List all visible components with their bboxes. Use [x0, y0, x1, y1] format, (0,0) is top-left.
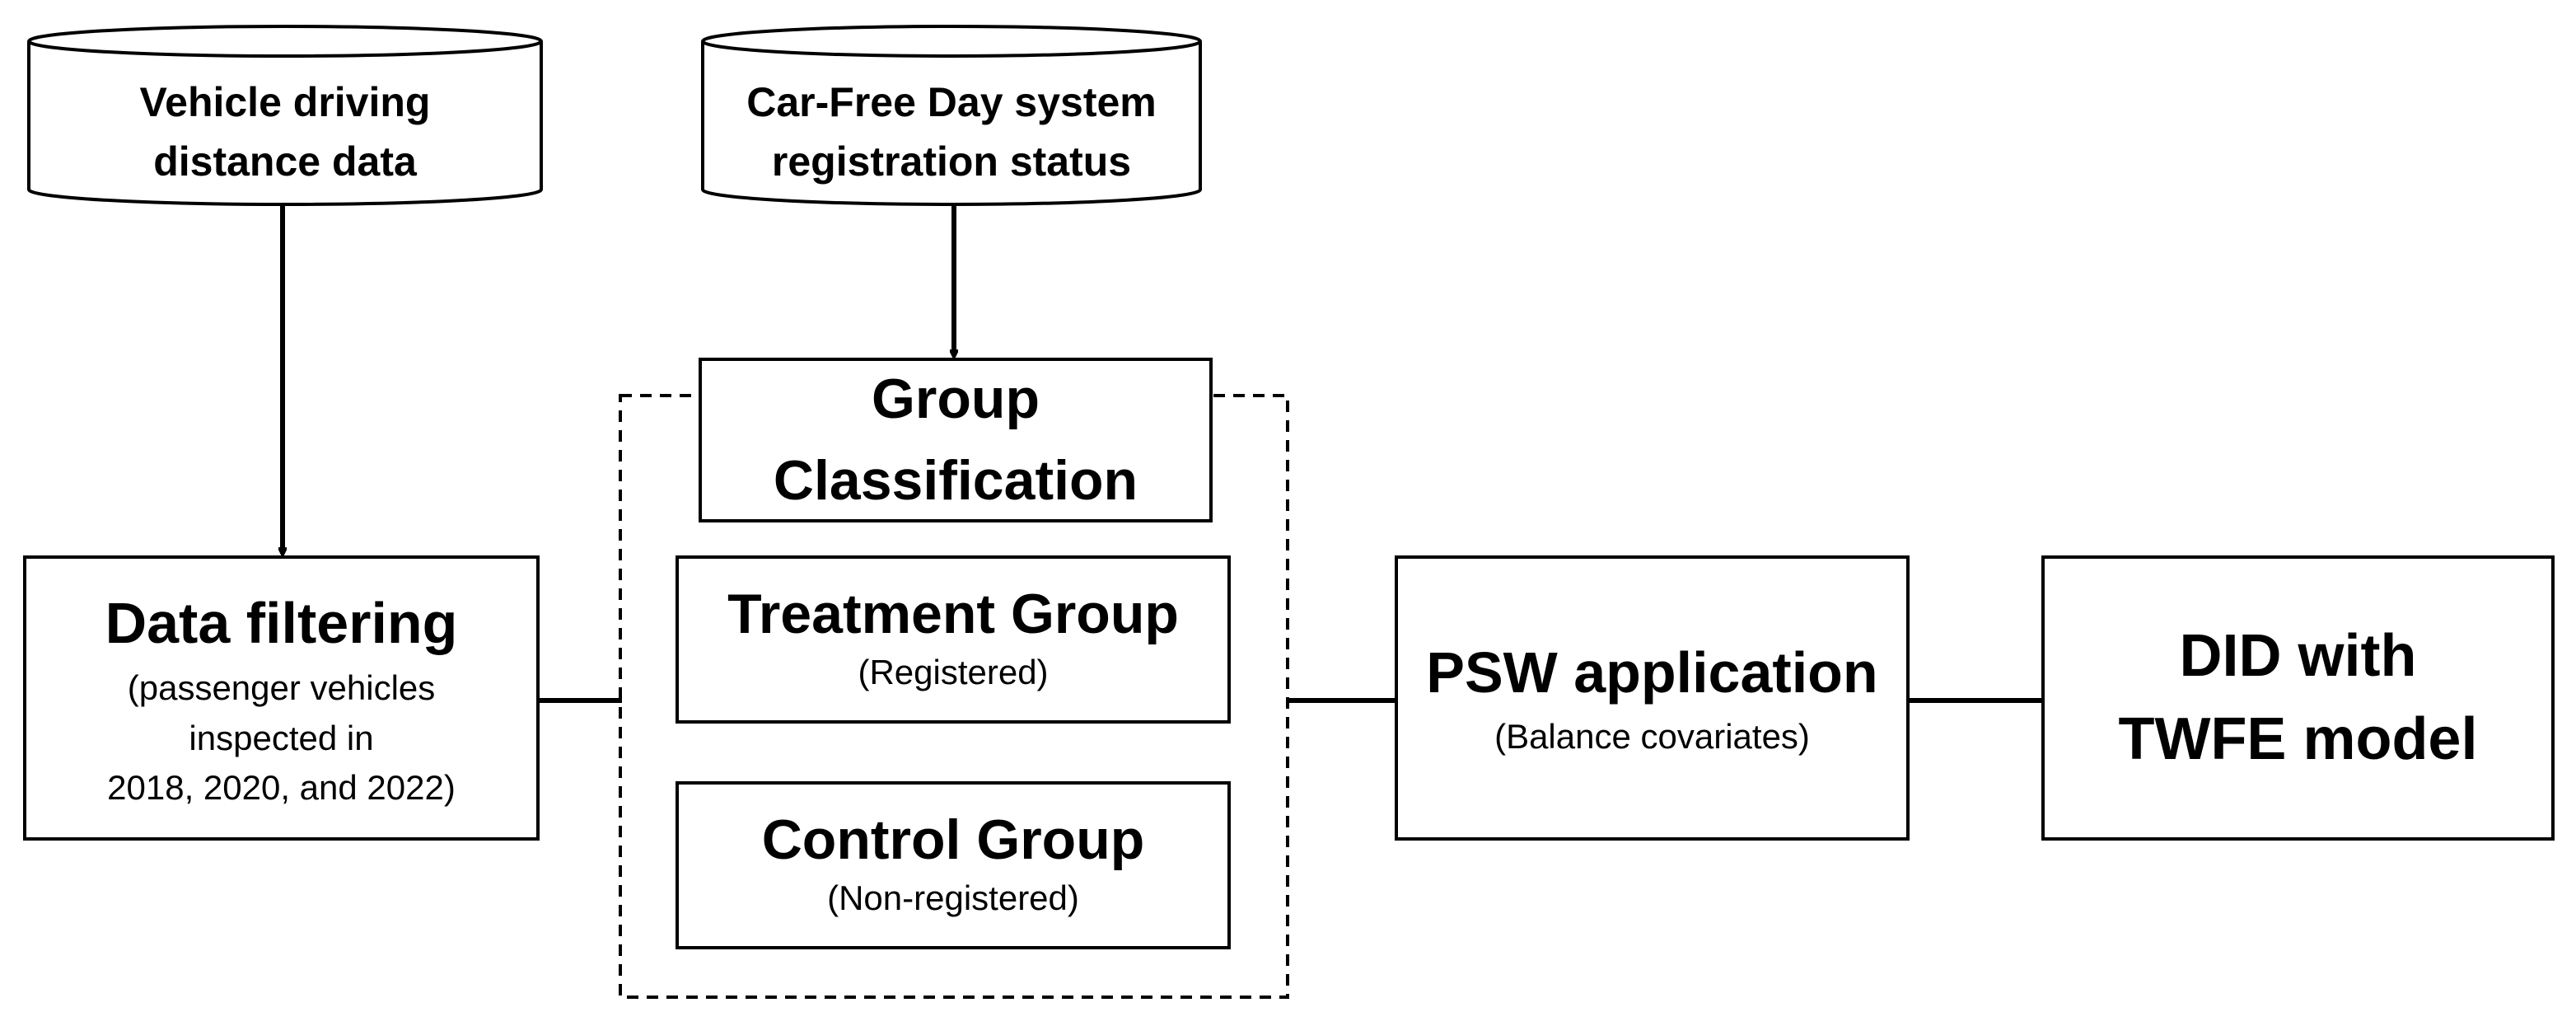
control-group-box: Control Group (Non-registered)	[676, 781, 1231, 949]
treatment-group-sub: (Registered)	[858, 653, 1049, 692]
database-cylinder-carfree	[701, 25, 1202, 206]
data-filtering-title: Data filtering	[105, 590, 458, 655]
data-filtering-line-1: (passenger vehicles	[127, 668, 436, 707]
control-group-sub: (Non-registered)	[827, 878, 1079, 918]
group-container-dashed	[619, 394, 1289, 999]
data-filtering-line-3: 2018, 2020, and 2022)	[107, 768, 456, 808]
group-classification-box: Group Classification	[699, 358, 1213, 522]
treatment-group-title: Treatment Group	[727, 582, 1179, 645]
psw-application-sub: (Balance covariates)	[1494, 716, 1810, 756]
psw-application-box: PSW application (Balance covariates)	[1395, 555, 1910, 841]
group-classification-line-1: Group	[872, 368, 1040, 431]
database-cylinder-vehicle	[27, 25, 543, 206]
vehicle-data-label: Vehicle driving distance data	[29, 66, 541, 198]
carfree-status-line-1: Car-Free Day system	[746, 78, 1157, 125]
did-twfe-line-1: DID with	[2179, 623, 2417, 690]
psw-application-title: PSW application	[1426, 640, 1878, 705]
data-filtering-box: Data filtering (passenger vehicles inspe…	[23, 555, 540, 841]
vehicle-data-line-1: Vehicle driving	[139, 78, 431, 125]
did-twfe-line-2: TWFE model	[2118, 706, 2478, 772]
carfree-status-line-2: registration status	[771, 138, 1132, 185]
data-filtering-line-2: inspected in	[189, 718, 374, 757]
treatment-group-box: Treatment Group (Registered)	[676, 555, 1231, 724]
did-twfe-box: DID with TWFE model	[2041, 555, 2555, 841]
group-classification-line-2: Classification	[773, 449, 1138, 512]
control-group-title: Control Group	[761, 808, 1145, 871]
carfree-status-label: Car-Free Day system registration status	[703, 66, 1200, 198]
vehicle-data-line-2: distance data	[153, 138, 417, 185]
